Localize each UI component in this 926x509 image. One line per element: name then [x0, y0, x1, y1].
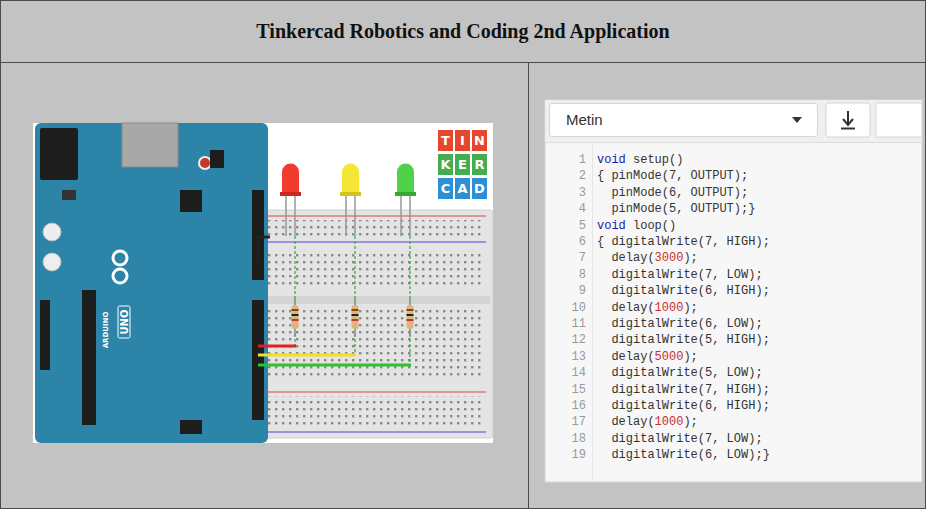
code-editor	[545, 100, 922, 482]
line-number: 4	[550, 201, 586, 217]
code-line: digitalWrite(7, LOW);	[597, 267, 763, 283]
code-line: digitalWrite(7, HIGH);	[597, 382, 770, 398]
circuit-picture	[33, 123, 493, 443]
board-model: UNO	[118, 306, 131, 339]
arduino-board	[35, 123, 268, 443]
line-number: 12	[550, 332, 586, 348]
line-number: 10	[550, 300, 586, 316]
line-number: 2	[550, 168, 586, 184]
code-line: pinMode(5, OUTPUT);}	[597, 201, 755, 217]
resistor-symbol	[292, 298, 414, 336]
logo-letter: E	[455, 154, 470, 175]
led-symbol	[280, 164, 416, 237]
code-line: digitalWrite(5, LOW);	[597, 365, 763, 381]
wires	[258, 237, 411, 365]
line-number: 9	[550, 283, 586, 299]
logo-letter: K	[438, 154, 453, 175]
code-line: delay(5000);	[597, 349, 698, 365]
line-number: 3	[550, 185, 586, 201]
board-brand: ARDUINO	[102, 312, 110, 349]
dropdown-label: Metin	[550, 104, 603, 136]
line-number: 15	[550, 382, 586, 398]
table-title: Tinkercad Robotics and Coding 2nd Applic…	[0, 0, 926, 62]
line-number: 16	[550, 398, 586, 414]
code-line: { pinMode(7, OUTPUT);	[597, 168, 748, 184]
connection-lines	[295, 236, 410, 365]
line-number: 11	[550, 316, 586, 332]
code-line: digitalWrite(6, HIGH);	[597, 398, 770, 414]
logo-letter: T	[438, 130, 453, 151]
tinkercad-logo	[438, 130, 487, 199]
code-line: digitalWrite(6, LOW);}	[597, 447, 770, 463]
code-line: digitalWrite(5, HIGH);	[597, 332, 770, 348]
logo-letter: C	[438, 178, 453, 199]
code-line: delay(3000);	[597, 250, 698, 266]
logo-letter: N	[472, 130, 487, 151]
code-line: delay(1000);	[597, 300, 698, 316]
line-number: 5	[550, 218, 586, 234]
line-number: 14	[550, 365, 586, 381]
breadboard	[215, 210, 493, 438]
line-number: 13	[550, 349, 586, 365]
line-number: 8	[550, 267, 586, 283]
code-line: pinMode(6, OUTPUT);	[597, 185, 748, 201]
line-number: 7	[550, 250, 586, 266]
line-number: 6	[550, 234, 586, 250]
line-number: 18	[550, 431, 586, 447]
logo-letter: R	[472, 154, 487, 175]
code-line: digitalWrite(7, LOW);	[597, 431, 763, 447]
logo-letter: A	[455, 178, 470, 199]
line-number: 19	[550, 447, 586, 463]
language-dropdown: Metin	[549, 103, 818, 137]
line-number: 17	[550, 414, 586, 430]
code-line: digitalWrite(6, HIGH);	[597, 283, 770, 299]
dropdown-chevron	[791, 116, 803, 124]
code-line: void loop()	[597, 218, 676, 234]
code-line: void setup()	[597, 152, 683, 168]
code-line: delay(1000);	[597, 414, 698, 430]
logo-letter: I	[455, 130, 470, 151]
code-line: { digitalWrite(7, HIGH);	[597, 234, 770, 250]
line-number: 1	[550, 152, 586, 168]
code-line: digitalWrite(6, LOW);	[597, 316, 763, 332]
logo-letter: D	[472, 178, 487, 199]
